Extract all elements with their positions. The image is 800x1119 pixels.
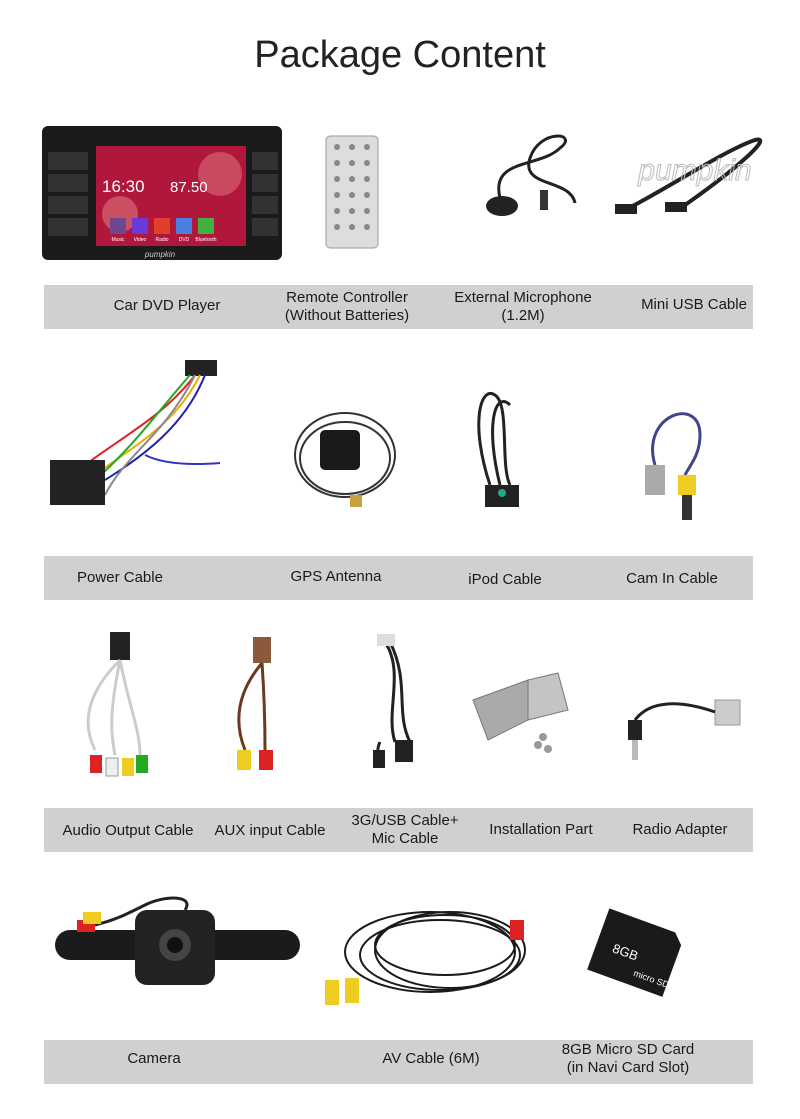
label-bar-row-2 <box>44 556 753 600</box>
item-label: Radio Adapter <box>632 821 728 838</box>
car-dvd-player-image: 16:30 87.50 Music Video Radio DVD Blueto… <box>42 126 282 260</box>
dvd-clock: 16:30 <box>102 177 145 196</box>
item-label: GPS Antenna <box>290 568 382 585</box>
item-label: 3G/USB Cable+ Mic Cable <box>351 812 459 847</box>
item-label: AUX input Cable <box>214 822 326 839</box>
bluetooth-app-icon <box>198 218 214 234</box>
item-label: iPod Cable <box>468 571 542 588</box>
item-label: Power Cable <box>77 569 163 586</box>
app-label-music: Music <box>111 237 125 243</box>
gps-antenna-image <box>294 412 396 507</box>
av-cable-image <box>325 911 526 1005</box>
item-label: Camera <box>127 1050 181 1067</box>
item-label: External Microphone (1.2M) <box>454 289 592 324</box>
3g-usb-mic-cable-image <box>373 634 413 768</box>
aux-input-cable-image <box>237 637 273 770</box>
cam-in-cable-image <box>645 412 702 520</box>
item-label: AV Cable (6M) <box>382 1050 480 1067</box>
app-label-bluetooth: Bluetooth <box>195 237 216 243</box>
item-label: Audio Output Cable <box>62 822 194 839</box>
item-label: Car DVD Player <box>113 297 221 314</box>
app-label-video: Video <box>134 237 147 243</box>
item-label: Cam In Cable <box>626 570 718 587</box>
installation-part-image <box>472 672 569 753</box>
dvd-radio-frequency: 87.50 <box>170 179 208 196</box>
camera-image <box>55 896 300 985</box>
audio-output-cable-image <box>86 632 148 777</box>
app-label-radio: Radio <box>155 237 168 243</box>
external-microphone-image <box>486 134 577 216</box>
item-label: 8GB Micro SD Card (in Navi Card Slot) <box>561 1041 695 1076</box>
micro-sd-card-image: 8GB micro SD HC <box>587 908 685 997</box>
dvd-brand-logo: pumpkin <box>144 250 176 259</box>
music-app-icon <box>110 218 126 234</box>
item-label: Mini USB Cable <box>641 296 747 313</box>
label-bar-row-3 <box>44 808 753 852</box>
mini-usb-cable-image: pumpkin <box>615 137 763 214</box>
radio-adapter-image <box>628 699 741 760</box>
label-bar-row-1 <box>44 285 753 329</box>
item-label: Installation Part <box>489 821 593 838</box>
label-bar-row-4 <box>44 1040 753 1084</box>
item-label: Remote Controller (Without Batteries) <box>284 289 410 324</box>
ipod-cable-image <box>477 392 519 507</box>
video-app-icon <box>132 218 148 234</box>
page-title: Package Content <box>254 34 546 76</box>
watermark: pumpkin <box>637 154 751 187</box>
app-label-dvd: DVD <box>179 237 190 243</box>
dvd-app-icon <box>176 218 192 234</box>
remote-controller-image <box>325 135 379 249</box>
power-cable-image <box>50 360 221 505</box>
radio-app-icon <box>154 218 170 234</box>
